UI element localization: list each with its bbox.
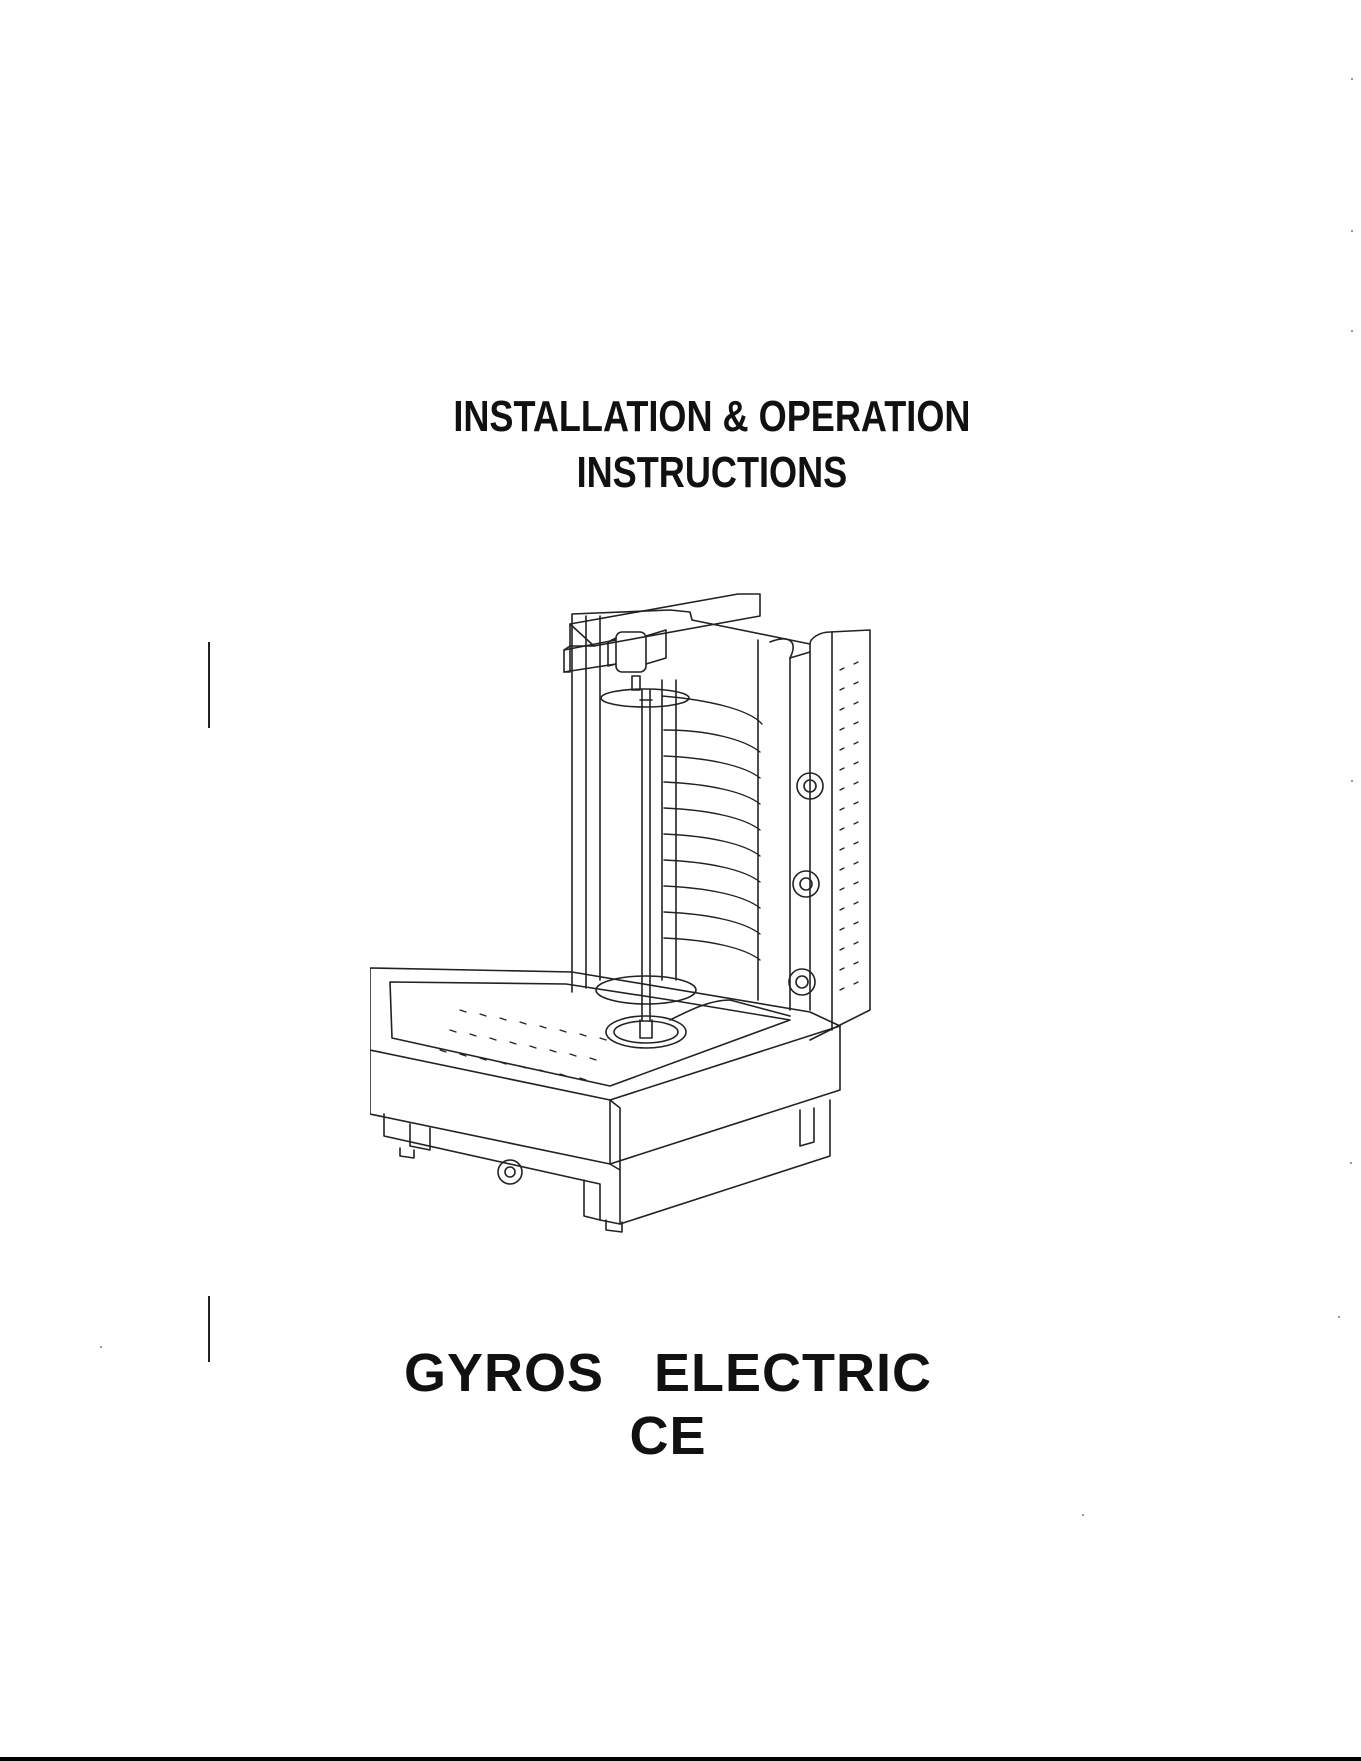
- product-name-line-2: CE: [378, 1405, 958, 1467]
- document-title-line-2: INSTRUCTIONS: [372, 448, 1052, 498]
- scan-speck: [1351, 330, 1353, 332]
- scan-bottom-edge: [0, 1757, 1361, 1761]
- scan-speck: [1351, 230, 1353, 232]
- scan-speck: [100, 1346, 102, 1348]
- scan-speck: [1338, 1316, 1340, 1318]
- product-name-line-1: GYROS ELECTRIC: [378, 1342, 958, 1404]
- scan-margin-mark-upper: [208, 642, 210, 728]
- document-title-line-1: INSTALLATION & OPERATION: [372, 392, 1052, 442]
- scan-speck: [1351, 780, 1353, 782]
- scan-speck: [1351, 78, 1353, 80]
- scan-margin-mark-lower: [208, 1296, 210, 1362]
- scan-speck: [1350, 1162, 1352, 1164]
- gyros-machine-illustration: [370, 580, 930, 1300]
- scan-speck: [1082, 1514, 1084, 1516]
